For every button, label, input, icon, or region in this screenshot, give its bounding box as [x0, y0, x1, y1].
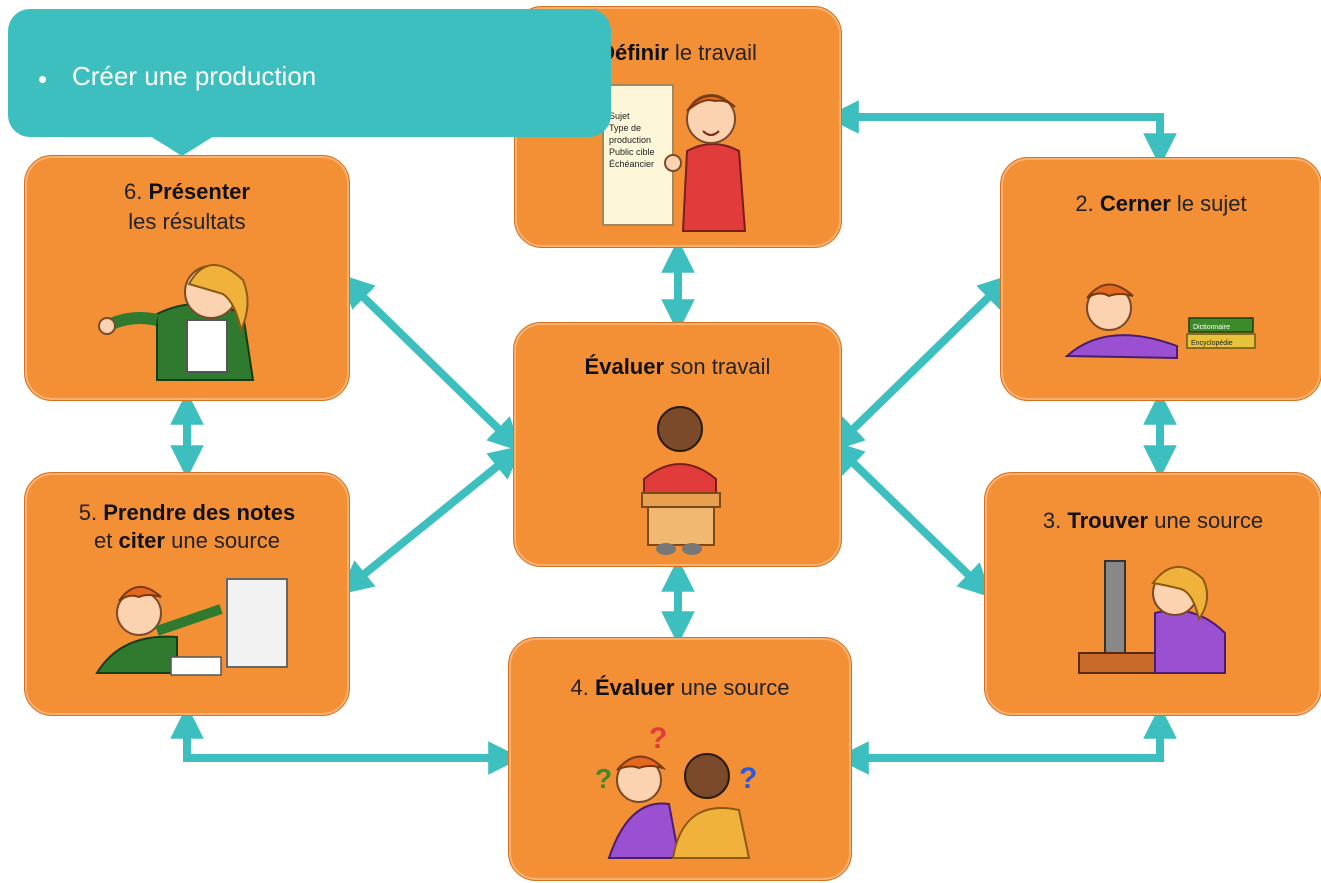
presenter-illustration: [98, 263, 255, 381]
sheet-line-5: Échéancier: [609, 159, 654, 169]
arrow-define-cerner: [825, 100, 1177, 167]
question-mark-icon: ?: [649, 722, 667, 755]
step-presenter-line2: les résultats: [128, 209, 246, 234]
step-notes-bold: Prendre des notes: [103, 500, 296, 525]
step-center-box: Évaluer son travail: [513, 322, 842, 567]
step-cerner-rest: le sujet: [1170, 191, 1247, 216]
arrow-trouver-evaluer: [835, 705, 1177, 775]
step-presenter-title: 6. Présenter: [25, 178, 349, 206]
step-trouver-rest: une source: [1148, 508, 1264, 533]
step-notes-line2-post: une source: [164, 528, 280, 553]
callout-note: • Créer une production: [8, 9, 611, 137]
step-center-bold: Évaluer: [584, 354, 665, 379]
step-trouver-number: 3.: [1042, 508, 1068, 533]
step-cerner-box: 2. Cerner le sujet Dictionnaire Encyclop…: [1000, 157, 1321, 401]
student-desk-illustration: [641, 406, 721, 555]
arrow-cerner-center: [829, 274, 1013, 452]
step-evaluer-source-box: 4. Évaluer une source ? ? ?: [508, 637, 852, 881]
step-cerner-bold: Cerner: [1099, 191, 1171, 216]
teacher-board-illustration: Sujet Type de production Public cible Éc…: [602, 84, 747, 232]
callout-bullet: •: [38, 64, 48, 94]
question-mark-icon: ?: [595, 763, 612, 794]
arrow-notes-evaluer: [170, 705, 522, 775]
step-notes-line2-pre: et: [94, 528, 119, 553]
sheet-line-4: Public cible: [609, 147, 655, 157]
sheet-line-3: production: [609, 135, 651, 145]
student-books-illustration: Dictionnaire Encyclopédie: [1064, 283, 1256, 360]
arrow-notes-center: [338, 445, 524, 595]
callout-tail: [150, 136, 214, 156]
step-evaluer-source-title: 4. Évaluer une source: [509, 674, 851, 702]
book-label-2: Encyclopédie: [1191, 340, 1233, 347]
step-evaluer-source-rest: une source: [674, 675, 790, 700]
step-presenter-bold: Présenter: [148, 179, 250, 204]
step-presenter-number: 6.: [124, 179, 149, 204]
step-notes-line2-bold: citer: [118, 528, 165, 553]
step-notes-box: 5. Prendre des notes et citer une source: [24, 472, 350, 716]
step-evaluer-source-bold: Évaluer: [595, 675, 675, 700]
step-trouver-box: 3. Trouver une source: [984, 472, 1321, 716]
students-questions-illustration: ? ? ?: [595, 722, 757, 859]
step-center-title: Évaluer son travail: [514, 353, 841, 381]
step-trouver-title: 3. Trouver une source: [985, 507, 1321, 535]
question-mark-icon: ?: [739, 762, 757, 795]
callout-text: Créer une production: [72, 61, 317, 91]
student-computer-illustration: [95, 578, 288, 676]
step-define-rest: le travail: [668, 40, 757, 65]
step-cerner-title: 2. Cerner le sujet: [1001, 190, 1321, 218]
step-cerner-number: 2.: [1075, 191, 1100, 216]
step-center-rest: son travail: [664, 354, 771, 379]
step-notes-line2: et citer une source: [25, 527, 349, 555]
step-evaluer-source-number: 4.: [570, 675, 595, 700]
student-typing-illustration: [1078, 560, 1226, 674]
step-trouver-bold: Trouver: [1067, 508, 1149, 533]
arrow-presenter-center: [339, 274, 523, 452]
step-notes-title: 5. Prendre des notes: [25, 499, 349, 527]
arrow-trouver-center: [829, 440, 993, 598]
step-presenter-box: 6. Présenter les résultats: [24, 155, 350, 401]
book-label-1: Dictionnaire: [1193, 324, 1230, 331]
sheet-line-1: Sujet: [609, 111, 630, 121]
sheet-line-2: Type de: [609, 123, 641, 133]
step-notes-number: 5.: [78, 500, 104, 525]
